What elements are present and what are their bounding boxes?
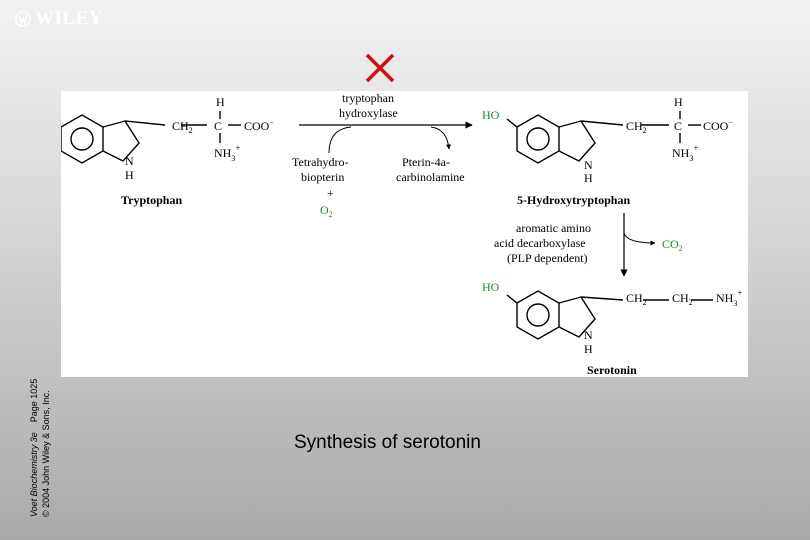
credit-line1: Voet Biochemistry 3e Page 1025 <box>28 379 40 517</box>
publisher-name: WILEY <box>35 8 103 29</box>
slide-caption: Synthesis of serotonin <box>294 432 481 453</box>
htp-coo: COO− <box>703 118 733 133</box>
tryptophan-label: Tryptophan <box>121 193 182 207</box>
serotonin-structure <box>506 290 713 340</box>
trp-nh3: NH3+ <box>214 143 240 163</box>
cofactor-in-curve <box>328 126 352 154</box>
htp-nh3: NH3+ <box>672 143 698 163</box>
wiley-emblem-icon <box>15 11 31 27</box>
copyright-line: © 2004 John Wiley & Sons, Inc. <box>41 390 51 517</box>
tryptophan-structure <box>61 111 241 164</box>
htp-h-top: H <box>674 95 683 109</box>
cofactor-in-line2: biopterin <box>301 170 344 184</box>
enzyme1-line1: tryptophan <box>342 91 394 105</box>
close-x-icon[interactable] <box>364 52 396 84</box>
ser-n: N <box>584 328 593 342</box>
htp-nh-h: H <box>584 171 593 185</box>
trp-coo: COO− <box>244 118 274 133</box>
hydroxytryptophan-structure <box>506 111 701 164</box>
ser-nh-h: H <box>584 342 593 356</box>
enzyme2-line3: (PLP dependent) <box>507 251 588 265</box>
trp-h-top: H <box>216 95 225 109</box>
copyright-credit: Voet Biochemistry 3e Page 1025 © 2004 Jo… <box>28 379 52 517</box>
page-ref: Page 1025 <box>29 378 39 423</box>
ser-ho: HO <box>482 280 500 294</box>
cofactor-plus: + <box>327 186 334 200</box>
enzyme1-line2: hydroxylase <box>339 106 398 120</box>
htp-ch2: CH2 <box>626 119 647 135</box>
serotonin-pathway-figure: CH2 H C COO− NH3+ N H Tryptophan tryptop… <box>61 91 748 377</box>
htp-n: N <box>584 158 593 172</box>
book-title: Voet Biochemistry 3e <box>29 432 39 517</box>
serotonin-label: Serotonin <box>587 363 637 377</box>
htp-c: C <box>674 119 682 133</box>
wiley-logo: WILEY <box>14 8 103 30</box>
co2-curve <box>623 232 656 246</box>
ser-ch2a: CH2 <box>626 291 647 307</box>
ser-nh3: NH3+ <box>716 288 742 308</box>
cofactor-out-curve <box>430 126 452 150</box>
trp-n: N <box>125 154 134 168</box>
trp-nh-h: H <box>125 168 134 182</box>
cofactor-o2: O2 <box>320 203 333 219</box>
enzyme2-line2: acid decarboxylase <box>494 236 586 250</box>
hydroxytryptophan-label: 5-Hydroxytryptophan <box>517 193 630 207</box>
cofactor-out-line1: Pterin-4a- <box>402 155 450 169</box>
cofactor-in-line1: Tetrahydro- <box>292 155 348 169</box>
cofactor-out-line2: carbinolamine <box>396 170 465 184</box>
htp-ho: HO <box>482 108 500 122</box>
enzyme2-line1: aromatic amino <box>516 221 591 235</box>
trp-c: C <box>214 119 222 133</box>
trp-ch2: CH2 <box>172 119 193 135</box>
ser-ch2b: CH2 <box>672 291 693 307</box>
co2-label: CO2 <box>662 237 683 253</box>
